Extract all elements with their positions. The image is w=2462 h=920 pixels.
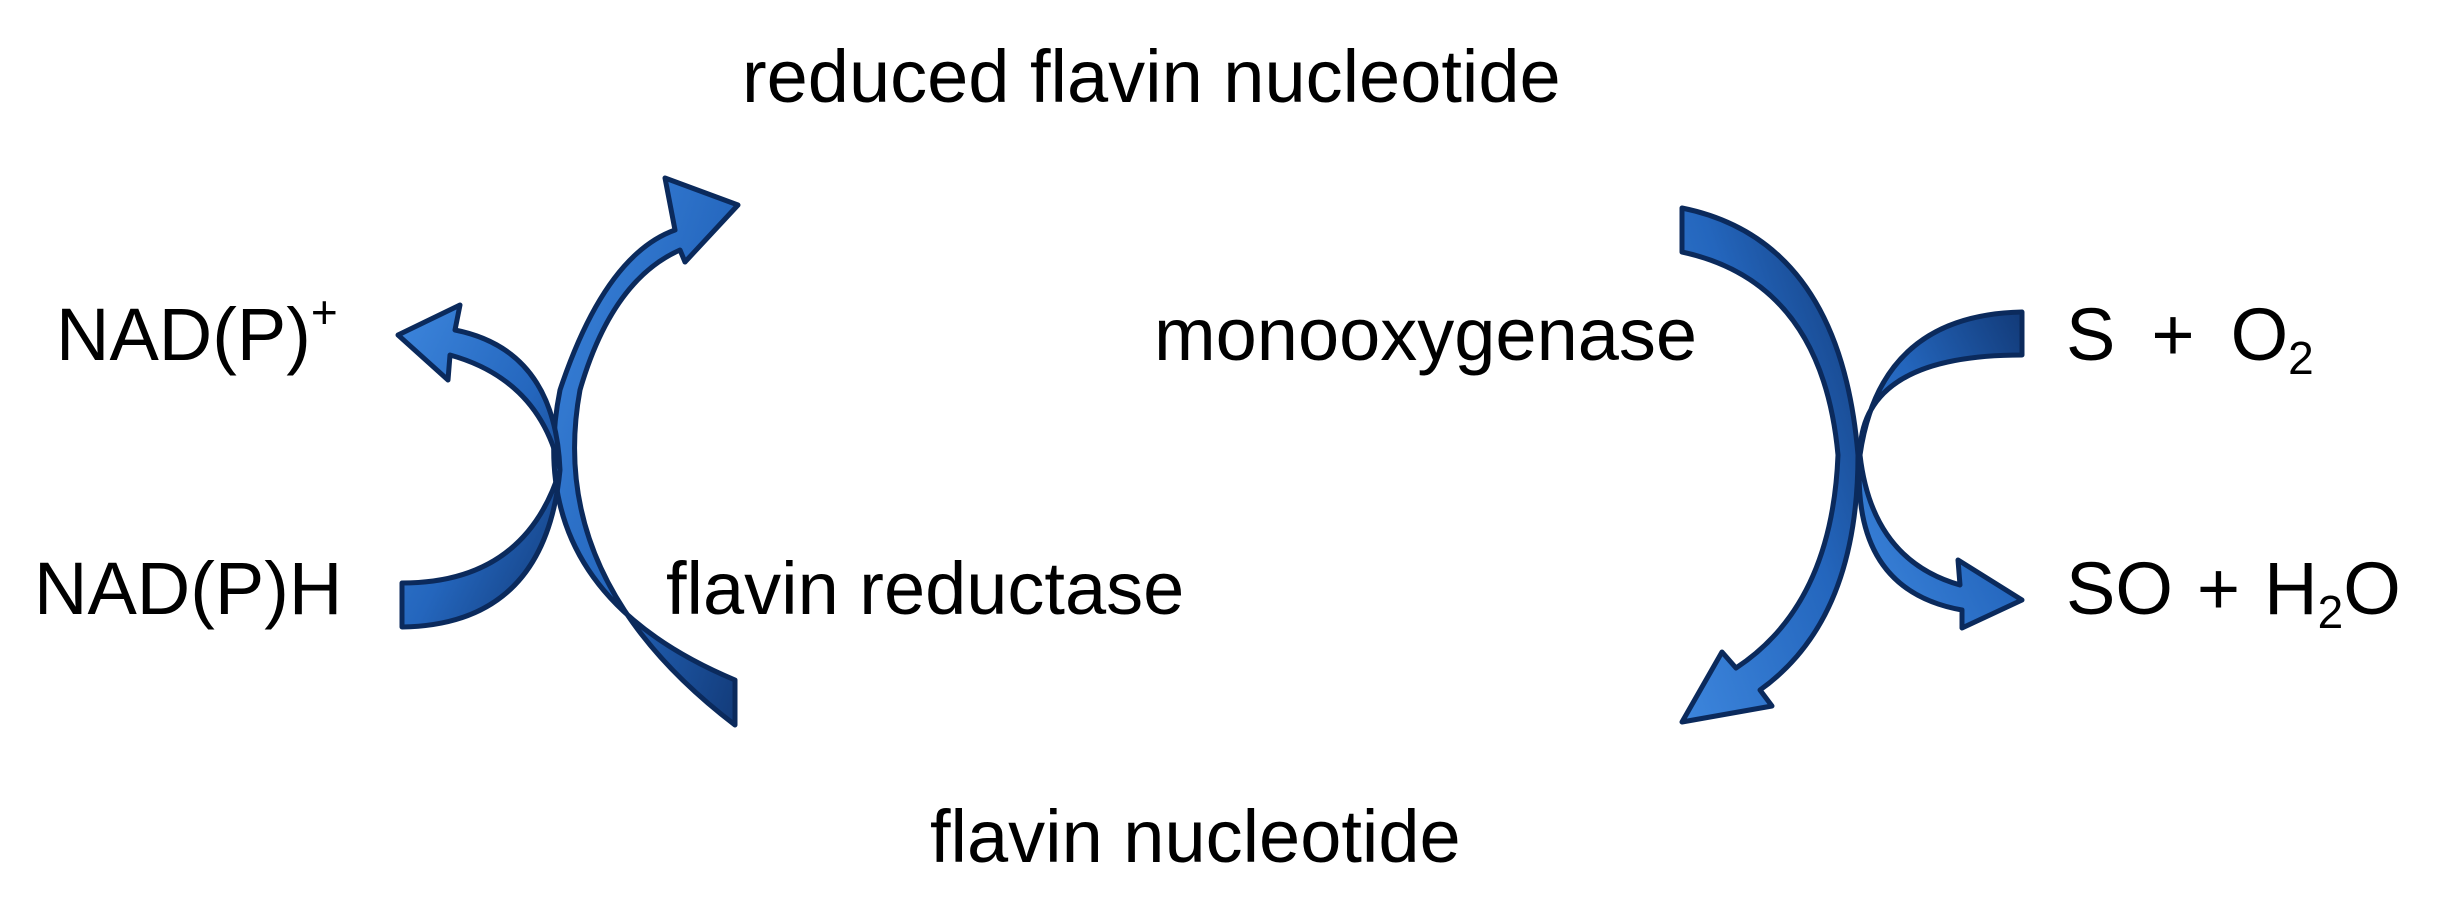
product-text: SO bbox=[2066, 547, 2173, 630]
monooxygenase-label: monooxygenase bbox=[1154, 298, 1697, 372]
nadp-text: NAD(P) bbox=[56, 293, 311, 376]
oxygen-subscript: 2 bbox=[2288, 332, 2314, 384]
water-h-text: H bbox=[2264, 547, 2318, 630]
nadph-label: NAD(P)H bbox=[34, 552, 342, 626]
monooxygenase-arrow bbox=[1679, 205, 1861, 725]
nadp-charge: + bbox=[310, 286, 338, 338]
plus-sign: + bbox=[2196, 547, 2241, 630]
water-subscript: 2 bbox=[2317, 586, 2344, 638]
nadph-oxidation-arrow bbox=[395, 302, 563, 630]
substrate-oxygen-label: S+O2 bbox=[2066, 298, 2314, 382]
product-water-label: SO+H2O bbox=[2066, 552, 2401, 636]
flavin-reductase-arrow bbox=[551, 175, 741, 728]
flavin-nucleotide-label: flavin nucleotide bbox=[930, 800, 1461, 874]
flavin-reductase-label: flavin reductase bbox=[666, 552, 1184, 626]
flavin-text: flavin nucleotide bbox=[930, 795, 1461, 878]
nadp-plus-label: NAD(P)+ bbox=[56, 289, 338, 372]
substrate-oxidation-arrow bbox=[1856, 309, 2025, 631]
oxygen-text: O bbox=[2230, 293, 2289, 376]
reduced-flavin-nucleotide-label: reduced flavin nucleotide bbox=[742, 40, 1561, 114]
reduced-flavin-text: reduced flavin nucleotide bbox=[742, 35, 1561, 118]
monooxygenase-text: monooxygenase bbox=[1154, 293, 1698, 376]
flavin-reductase-text: flavin reductase bbox=[666, 547, 1185, 630]
substrate-text: S bbox=[2066, 293, 2116, 376]
plus-sign: + bbox=[2151, 293, 2195, 376]
water-o-text: O bbox=[2343, 547, 2401, 630]
nadph-text: NAD(P)H bbox=[34, 547, 343, 630]
